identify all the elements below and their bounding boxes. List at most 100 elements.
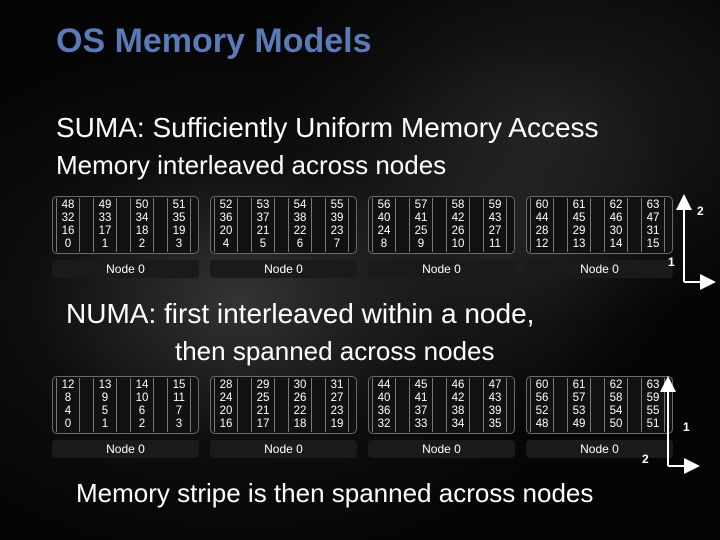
memory-cell: 62 xyxy=(609,199,623,211)
memory-cell: 19 xyxy=(330,418,344,430)
memory-cell: 14 xyxy=(135,379,149,391)
memory-cell: 61 xyxy=(572,379,586,391)
memory-cell: 38 xyxy=(293,212,307,224)
memory-cell: 60 xyxy=(535,199,549,211)
memory-cell: 43 xyxy=(488,392,502,404)
memory-cell: 63 xyxy=(646,379,660,391)
node-label: Node 0 xyxy=(368,260,515,278)
memory-cell: 3 xyxy=(175,418,183,430)
memory-cell: 18 xyxy=(135,225,149,237)
node-label: Node 0 xyxy=(52,440,199,458)
memory-cell: 15 xyxy=(646,238,660,250)
memory-cell: 34 xyxy=(135,212,149,224)
memory-cell: 9 xyxy=(417,238,425,250)
memory-cell: 49 xyxy=(572,418,586,430)
memory-cell: 61 xyxy=(572,199,586,211)
memory-cell: 1 xyxy=(101,418,109,430)
memory-cell: 56 xyxy=(535,392,549,404)
node-label: Node 0 xyxy=(210,260,357,278)
memory-cell: 52 xyxy=(219,199,233,211)
memory-cell: 35 xyxy=(172,212,186,224)
memory-cell: 46 xyxy=(451,379,465,391)
memory-cell: 16 xyxy=(61,225,75,237)
memory-cell: 36 xyxy=(219,212,233,224)
memory-cell: 28 xyxy=(219,379,233,391)
memory-cell: 23 xyxy=(330,405,344,417)
memory-cell: 6 xyxy=(296,238,304,250)
memory-cell: 48 xyxy=(535,418,549,430)
memory-cell: 22 xyxy=(293,225,307,237)
memory-cell: 33 xyxy=(98,212,112,224)
memory-cell: 60 xyxy=(535,379,549,391)
memory-cell: 34 xyxy=(451,418,465,430)
memory-cell: 14 xyxy=(609,238,623,250)
memory-cell: 50 xyxy=(609,418,623,430)
memory-cell: 53 xyxy=(256,199,270,211)
memory-cell: 17 xyxy=(256,418,270,430)
memory-cell: 25 xyxy=(414,225,428,237)
memory-cell: 40 xyxy=(377,392,391,404)
memory-cell: 3 xyxy=(175,238,183,250)
memory-cell: 58 xyxy=(609,392,623,404)
suma-marker-side: 1 xyxy=(668,255,675,269)
memory-cell: 49 xyxy=(98,199,112,211)
memory-cell: 45 xyxy=(414,379,428,391)
memory-cell: 30 xyxy=(609,225,623,237)
memory-cell: 53 xyxy=(572,405,586,417)
numa-heading-line2: then spanned across nodes xyxy=(175,336,495,366)
memory-cell: 40 xyxy=(377,212,391,224)
footer-caption: Memory stripe is then spanned across nod… xyxy=(76,478,594,508)
memory-cell: 55 xyxy=(330,199,344,211)
memory-cell: 31 xyxy=(646,225,660,237)
memory-cell: 45 xyxy=(572,212,586,224)
memory-cell: 31 xyxy=(330,379,344,391)
memory-cell: 47 xyxy=(488,379,502,391)
memory-cell: 32 xyxy=(377,418,391,430)
memory-cell: 20 xyxy=(219,405,233,417)
memory-cell: 5 xyxy=(259,238,267,250)
slide-title: OS Memory Models xyxy=(56,22,372,60)
memory-cell: 62 xyxy=(609,379,623,391)
suma-subheading: Memory interleaved across nodes xyxy=(56,150,447,180)
memory-cell: 20 xyxy=(219,225,233,237)
memory-cell: 43 xyxy=(488,212,502,224)
memory-cell: 4 xyxy=(64,405,72,417)
memory-cell: 24 xyxy=(219,392,233,404)
memory-cell: 30 xyxy=(293,379,307,391)
memory-cell: 28 xyxy=(535,225,549,237)
node-label: Node 0 xyxy=(52,260,199,278)
memory-cell: 57 xyxy=(414,199,428,211)
memory-cell: 9 xyxy=(101,392,109,404)
memory-cell: 39 xyxy=(488,405,502,417)
memory-cell: 0 xyxy=(64,418,72,430)
memory-cell: 11 xyxy=(173,392,185,404)
